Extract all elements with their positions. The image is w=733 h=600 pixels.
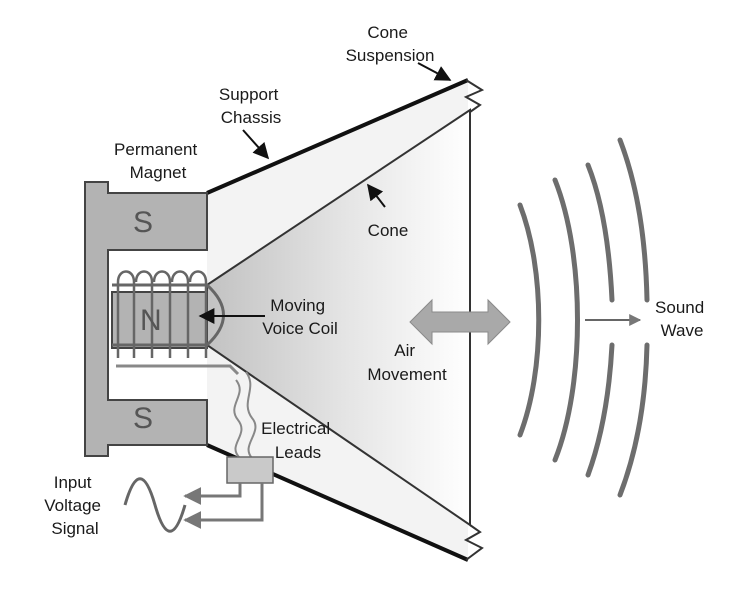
label-air-movement: Air Movement <box>367 341 447 384</box>
electrical-leads <box>233 371 257 459</box>
label-cone-suspension: Cone Suspension <box>346 23 435 65</box>
label-permanent-magnet: Permanent Magnet <box>114 140 202 182</box>
pole-label-top: S <box>133 206 153 239</box>
coil-return-path <box>116 364 240 376</box>
label-cone: Cone <box>368 221 409 240</box>
annotation-arrows <box>198 62 452 324</box>
input-wires <box>183 483 264 529</box>
label-support-chassis: Support Chassis <box>219 85 283 127</box>
pole-label-bottom: S <box>133 402 153 435</box>
center-pole <box>111 291 208 349</box>
air-movement-arrow <box>409 298 511 346</box>
sound-waves <box>517 137 650 498</box>
label-sound-wave: Sound Wave <box>655 298 709 340</box>
permanent-magnet <box>84 181 208 457</box>
label-moving-voice-coil: Moving Voice Coil <box>262 296 338 338</box>
voice-coil-windings <box>116 270 208 358</box>
pole-label-center: N <box>140 304 162 337</box>
label-input-voltage-signal: Input Voltage Signal <box>44 473 105 538</box>
cone-suspension-top <box>463 79 485 113</box>
input-signal-sine-icon <box>123 477 187 533</box>
terminal-block <box>226 456 274 484</box>
cone-suspension-bottom <box>463 524 484 561</box>
label-electrical-leads: Electrical Leads <box>261 419 335 462</box>
